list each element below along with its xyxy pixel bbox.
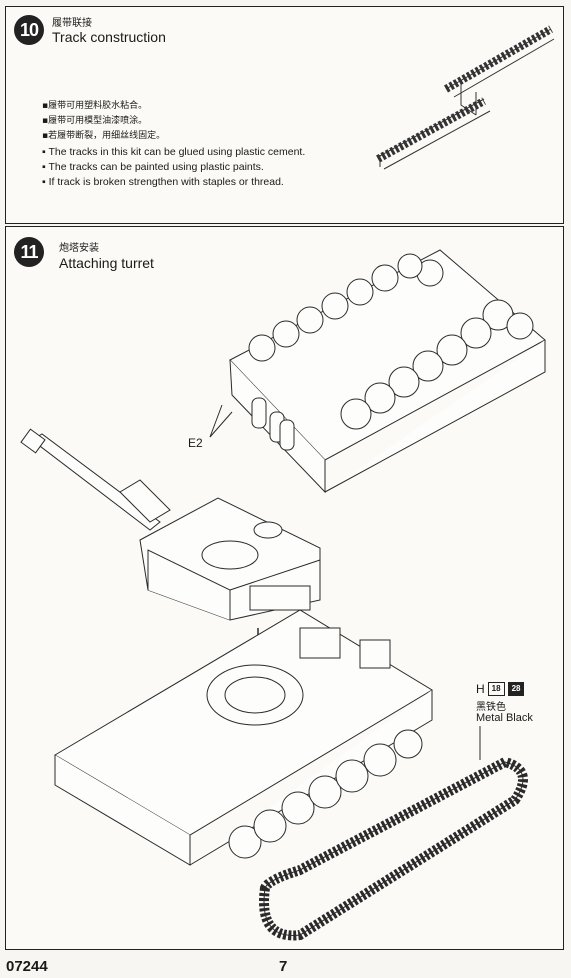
- step-number-badge: 11: [14, 237, 44, 267]
- note-zh-3: ▪若履带断裂，用细丝线固定。: [42, 131, 166, 142]
- paint-prefix: H: [476, 682, 485, 696]
- hull-bottom-view: [229, 249, 546, 494]
- hull-top-view: [54, 609, 433, 866]
- turret: [139, 497, 321, 621]
- paint-code: H 18 28: [476, 682, 525, 696]
- kit-number: 07244: [6, 958, 48, 975]
- step-title-en: Attaching turret: [59, 255, 154, 271]
- paint-name-en: Metal Black: [476, 712, 533, 724]
- paint-name-zh: 黑铁色: [476, 702, 506, 713]
- part-label-e2: E2: [188, 436, 203, 450]
- track-loop: [259, 756, 528, 941]
- gun-barrel: [20, 428, 171, 531]
- paint-code-box-1: 18: [487, 682, 505, 696]
- assembly-notes: ▪履带可用塑料胶水粘合。 ▪履带可用模型油漆喷涂。 ▪若履带断裂，用细丝线固定。…: [42, 99, 305, 190]
- step-title-zh: 履带联接: [52, 18, 92, 29]
- step-title-zh: 炮塔安装: [59, 243, 99, 254]
- page-number: 7: [279, 958, 288, 975]
- note-zh-1: ▪履带可用塑料胶水粘合。: [42, 101, 148, 111]
- note-en-3: ▪ If track is broken strengthen with sta…: [42, 176, 284, 189]
- note-en-1: ▪ The tracks in this kit can be glued us…: [42, 145, 306, 158]
- step-10-panel: 10 履带联接 Track construction ▪履带可用塑料胶水粘合。 …: [5, 6, 564, 224]
- step-title-en: Track construction: [52, 29, 166, 45]
- paint-code-box-2: 28: [507, 682, 525, 696]
- note-en-2: ▪ The tracks can be painted using plasti…: [42, 160, 264, 173]
- track-link-illustration: [376, 25, 555, 170]
- step-number-badge: 10: [14, 15, 44, 45]
- note-zh-2: ▪履带可用模型油漆喷涂。: [42, 116, 148, 127]
